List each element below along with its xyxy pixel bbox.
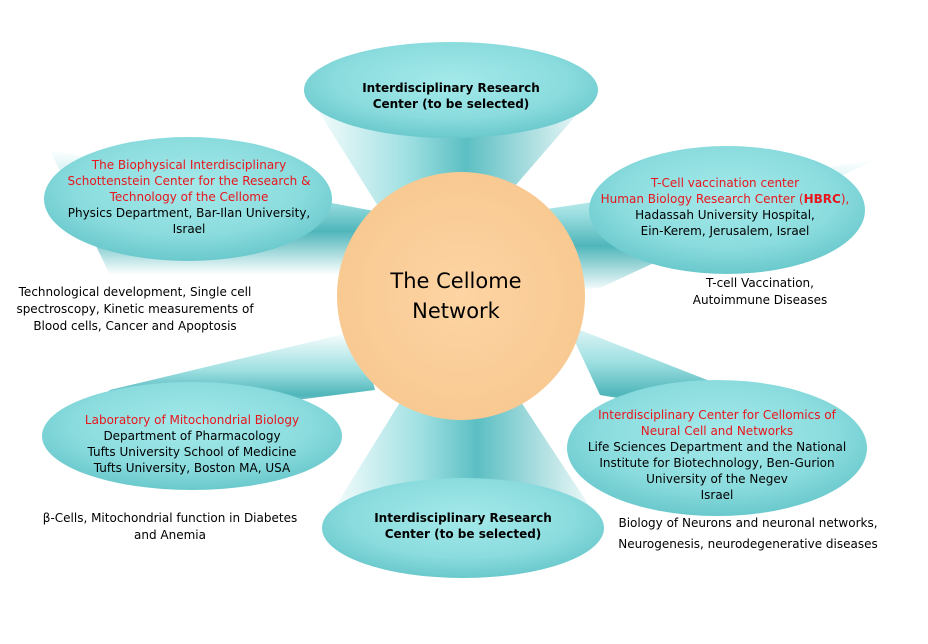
bottom-right-node-label: Interdisciplinary Center for Cellomics o… <box>578 407 856 503</box>
top-right-desc1: T-cell Vaccination, <box>706 276 814 290</box>
bottom-right-desc1: Biology of Neurons and neuronal networks… <box>618 516 878 530</box>
bottom-right-title2: Neural Cell and Networks <box>640 424 794 438</box>
node-center <box>337 172 585 420</box>
bottom-node-line1: Interdisciplinary Research <box>374 511 552 525</box>
center-title-line2: Network <box>412 299 500 323</box>
node-top-left <box>44 137 332 261</box>
node-bottom-right <box>567 380 867 516</box>
top-right-title2: Human Biology Research Center (HBRC), <box>590 191 860 207</box>
node-top-right <box>589 146 865 274</box>
top-right-line1: Hadassah University Hospital, <box>635 208 815 222</box>
bottom-left-node-label: Laboratory of Mitochondrial Biology Depa… <box>62 412 322 476</box>
top-left-title3: Technology of the Cellome <box>109 190 269 204</box>
top-left-desc2: spectroscopy, Kinetic measurements of <box>16 302 254 316</box>
top-left-line1: Physics Department, Bar-Ilan University, <box>67 206 311 220</box>
top-left-line2: Israel <box>172 222 206 236</box>
top-right-title2-pre: Human Biology Research Center ( <box>600 192 804 206</box>
bottom-right-line4: Israel <box>700 488 734 502</box>
top-right-title1: T-Cell vaccination center <box>650 176 800 190</box>
bottom-left-line2: Tufts University School of Medicine <box>87 445 297 459</box>
top-node-line1: Interdisciplinary Research <box>362 81 540 95</box>
center-title-line1: The Cellome <box>390 269 522 293</box>
top-right-line2: Ein-Kerem, Jerusalem, Israel <box>640 224 810 238</box>
node-bottom-left <box>42 382 342 490</box>
bottom-node-line2: Center (to be selected) <box>384 527 542 541</box>
bottom-right-line3: University of the Negev <box>646 472 788 486</box>
bottom-node-label: Interdisciplinary Research Center (to be… <box>353 510 573 542</box>
bottom-left-line1: Department of Pharmacology <box>103 429 281 443</box>
top-left-desc1: Technological development, Single cell <box>18 285 252 299</box>
bottom-right-title1: Interdisciplinary Center for Cellomics o… <box>598 408 836 422</box>
bottom-left-line3: Tufts University, Boston MA, USA <box>93 461 291 475</box>
bottom-right-line1: Life Sciences Department and the Nationa… <box>587 440 847 454</box>
node-bottom <box>322 478 604 578</box>
top-left-title1: The Biophysical Interdisciplinary <box>91 158 287 172</box>
bottom-left-description: β-Cells, Mitochondrial function in Diabe… <box>30 510 310 544</box>
top-right-title2-abbr: HBRC <box>803 192 841 206</box>
top-left-node-label: The Biophysical Interdisciplinary Schott… <box>58 157 320 237</box>
top-node-label: Interdisciplinary Research Center (to be… <box>341 80 561 112</box>
bottom-right-line2: Institute for Biotechnology, Ben-Gurion <box>599 456 835 470</box>
top-node-line2: Center (to be selected) <box>372 97 530 111</box>
bottom-left-desc2: and Anemia <box>134 528 206 542</box>
top-right-node-label: T-Cell vaccination center Human Biology … <box>590 175 860 239</box>
top-right-desc2: Autoimmune Diseases <box>692 293 828 307</box>
top-left-title2: Schottenstein Center for the Research & <box>67 174 311 188</box>
top-left-description: Technological development, Single cell s… <box>10 284 260 335</box>
node-top <box>304 42 598 138</box>
bottom-left-title1: Laboratory of Mitochondrial Biology <box>84 413 300 427</box>
bottom-right-description: Biology of Neurons and neuronal networks… <box>610 513 886 555</box>
top-right-description: T-cell Vaccination, Autoimmune Diseases <box>660 275 860 309</box>
top-right-title2-post: ), <box>840 192 850 206</box>
bottom-left-desc1: β-Cells, Mitochondrial function in Diabe… <box>42 511 298 525</box>
bottom-right-desc2: Neurogenesis, neurodegenerative diseases <box>618 537 878 551</box>
top-left-desc3: Blood cells, Cancer and Apoptosis <box>33 319 237 333</box>
center-title: The Cellome Network <box>358 266 554 326</box>
